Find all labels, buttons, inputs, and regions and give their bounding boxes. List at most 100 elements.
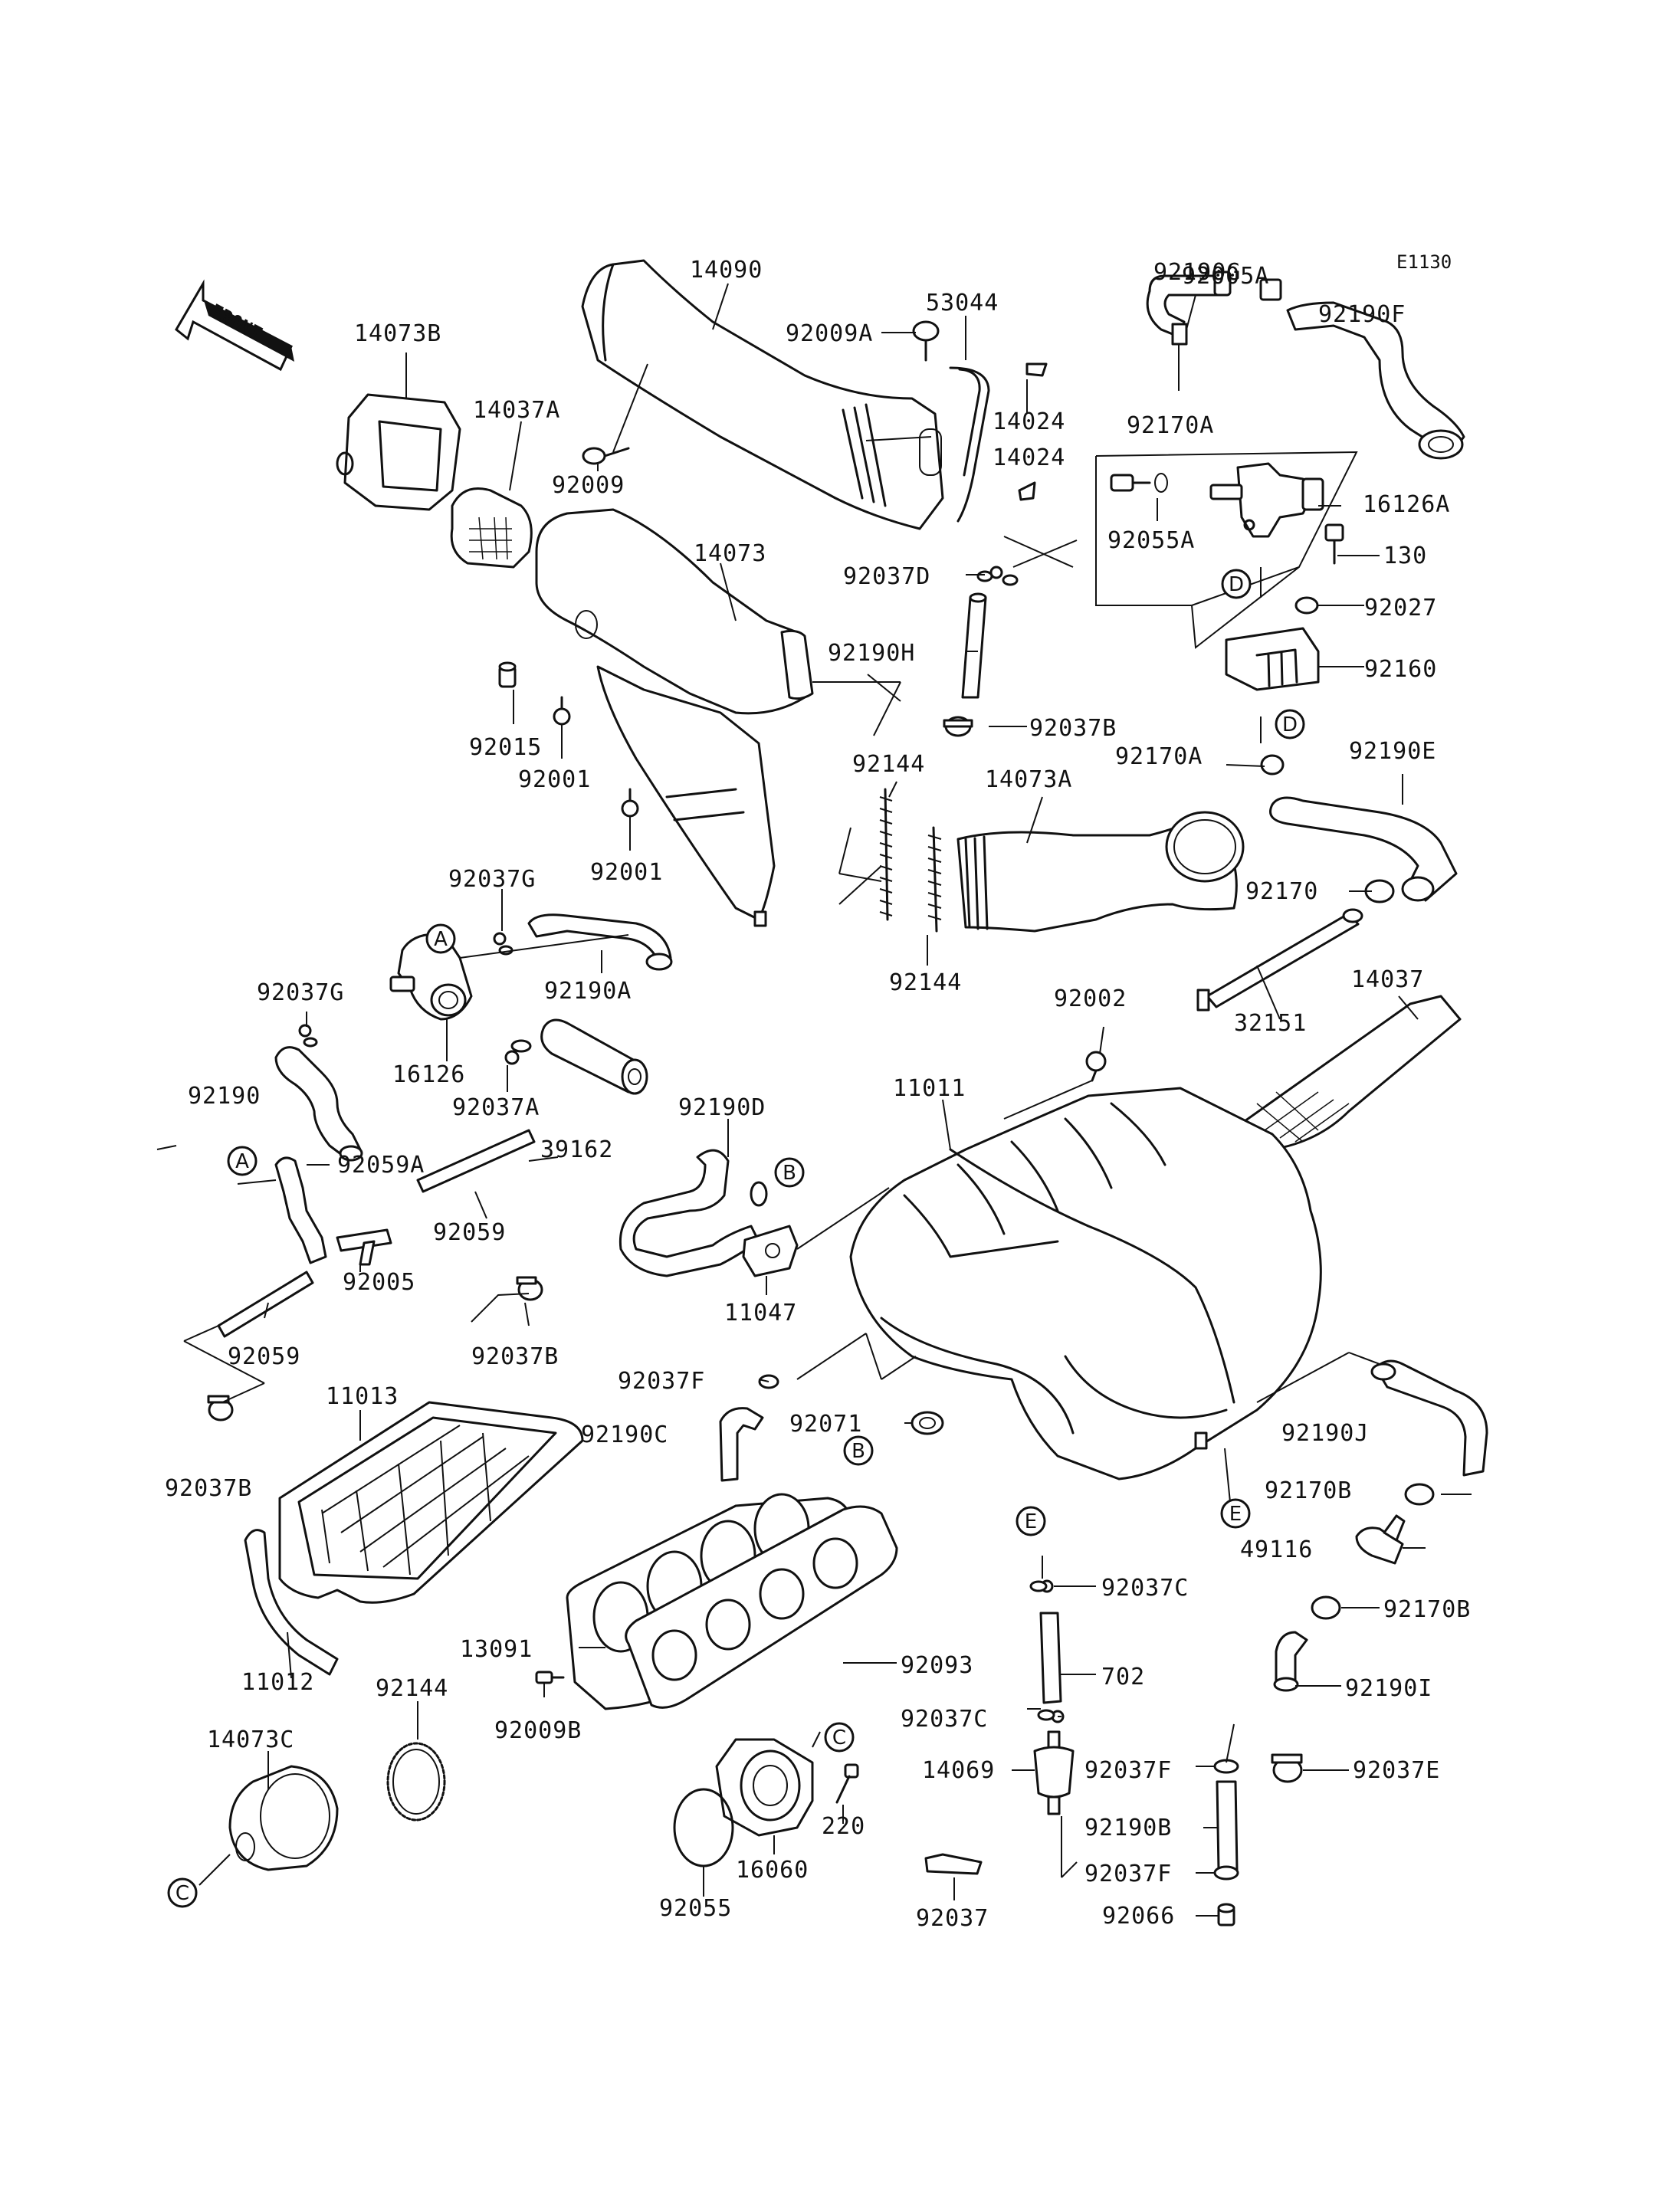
label-92170a-top: 92170A	[1127, 412, 1214, 439]
label-14090: 14090	[690, 257, 763, 284]
svg-text:E: E	[1229, 1503, 1242, 1526]
label-92037f-b: 92037F	[1084, 1757, 1172, 1784]
rod-32151-icon	[1196, 908, 1363, 1012]
label-92170b-b: 92170B	[1383, 1596, 1471, 1623]
label-92190f: 92190F	[1318, 301, 1406, 328]
filter-39162-icon	[540, 1018, 648, 1095]
label-92037c-b: 92037C	[901, 1706, 988, 1733]
label-92066: 92066	[1102, 1903, 1175, 1930]
callout-e2: E	[1016, 1506, 1046, 1536]
duct-14090-icon	[581, 259, 944, 530]
label-702: 702	[1101, 1664, 1145, 1690]
label-11011: 11011	[893, 1075, 966, 1102]
filter-tray-11013-icon	[278, 1401, 584, 1604]
clamp-92170b-b-icon	[1311, 1595, 1341, 1620]
bolt-130-icon	[1324, 523, 1344, 565]
clip-92037f-c-icon	[1213, 1865, 1239, 1881]
valve-16126-icon	[389, 933, 473, 1021]
label-92037e: 92037E	[1353, 1757, 1440, 1784]
label-92055: 92055	[659, 1895, 732, 1922]
bracket-11047-icon	[742, 1225, 799, 1277]
label-130: 130	[1383, 543, 1427, 569]
strip-11012-icon	[244, 1529, 339, 1676]
housing-16060-icon	[715, 1738, 814, 1837]
hose-92190g-icon	[1146, 271, 1232, 339]
svg-text:D: D	[1282, 713, 1298, 736]
callout-a2: A	[227, 1146, 258, 1176]
svg-text:C: C	[176, 1882, 189, 1905]
clamp-92037b-low-icon	[207, 1395, 234, 1421]
fitting-92005a-icon	[1259, 278, 1282, 301]
duct-14073a-icon	[956, 811, 1245, 933]
callout-b2: B	[843, 1435, 874, 1466]
label-92037d: 92037D	[843, 563, 930, 590]
gasket-92093-icon	[625, 1505, 898, 1709]
bolt-92001a-icon	[553, 696, 571, 726]
bolt-92055a-icon	[1110, 473, 1168, 493]
label-92055a: 92055A	[1107, 527, 1195, 554]
clip-14024a-icon	[1025, 362, 1048, 377]
label-92037b-top: 92037B	[1029, 715, 1117, 742]
callout-d2: D	[1275, 709, 1305, 739]
label-92001a: 92001	[518, 766, 591, 793]
hose-92190f-icon	[1286, 301, 1465, 460]
label-14073b: 14073B	[354, 320, 441, 347]
label-92015: 92015	[469, 734, 542, 761]
cover-14073b-icon	[336, 393, 461, 511]
filter-14037a-icon	[450, 487, 533, 569]
label-92009a: 92009A	[786, 320, 873, 347]
label-92190a: 92190A	[544, 978, 632, 1005]
label-16126a: 16126A	[1363, 491, 1450, 518]
label-49116: 49116	[1240, 1536, 1313, 1563]
label-92190h: 92190H	[828, 640, 915, 667]
screw-220-icon	[835, 1763, 859, 1804]
bolt-92001b-icon	[621, 788, 639, 818]
spring-92144c-icon	[386, 1742, 446, 1822]
label-92009b: 92009B	[494, 1717, 582, 1744]
bolt-92015-icon	[498, 661, 517, 688]
label-14073c: 14073C	[207, 1726, 294, 1753]
label-13091: 13091	[460, 1636, 533, 1663]
label-14073a: 14073A	[985, 766, 1072, 793]
label-92037c-a: 92037C	[1101, 1575, 1189, 1602]
label-14037a: 14037A	[473, 397, 560, 424]
label-92037g-b: 92037G	[257, 979, 344, 1006]
label-92190e: 92190E	[1349, 738, 1436, 765]
label-16060: 16060	[736, 1857, 809, 1884]
clip-92037d-icon	[976, 566, 1019, 586]
label-92037f-c: 92037F	[1084, 1861, 1172, 1887]
label-11013: 11013	[326, 1383, 399, 1410]
airbox-11011-icon	[849, 1087, 1322, 1481]
label-92037: 92037	[916, 1905, 989, 1932]
hose-92190c-icon	[719, 1407, 764, 1482]
svg-text:A: A	[235, 1150, 249, 1173]
label-92144a: 92144	[852, 751, 925, 778]
clip-92037g-b-icon	[298, 1024, 318, 1048]
bracket-92160-icon	[1225, 627, 1320, 691]
bolt-92009a-icon	[912, 320, 940, 362]
label-14024b: 14024	[993, 444, 1065, 471]
callout-b1: B	[774, 1157, 805, 1188]
strip-53044-icon	[949, 366, 990, 523]
label-92160: 92160	[1364, 656, 1437, 683]
label-92037g-a: 92037G	[448, 866, 536, 893]
strip-53044-edge	[958, 368, 981, 477]
hose-92059a-icon	[274, 1156, 327, 1264]
svg-text:E: E	[1025, 1510, 1037, 1533]
label-92190d: 92190D	[678, 1094, 766, 1121]
label-92002: 92002	[1054, 985, 1127, 1012]
label-92093: 92093	[901, 1652, 973, 1679]
hose-92190j-icon	[1370, 1359, 1488, 1477]
label-220: 220	[822, 1813, 865, 1840]
leader-lines	[156, 283, 1472, 1917]
filter-14069-icon	[1033, 1730, 1075, 1815]
clamp-92037b-mid-icon	[516, 1276, 543, 1301]
clamp-92170a-mid-icon	[1260, 754, 1285, 776]
label-92170a-mid: 92170A	[1115, 743, 1203, 770]
oring-92055-icon	[673, 1788, 734, 1867]
clamp-92170b-a-icon	[1404, 1483, 1435, 1506]
label-92190i: 92190I	[1345, 1675, 1432, 1702]
label-92037b-low: 92037B	[165, 1475, 252, 1502]
hose-92059b-icon	[217, 1271, 314, 1338]
label-16126: 16126	[392, 1061, 465, 1088]
